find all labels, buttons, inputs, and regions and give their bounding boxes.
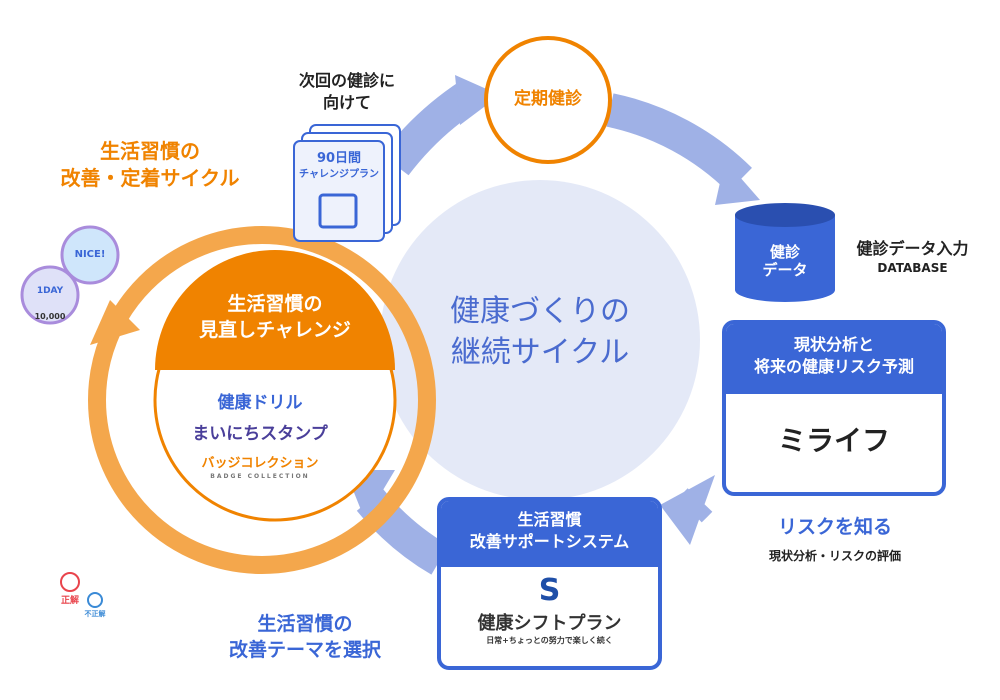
center-title: 健康づくりの継続サイクル	[450, 294, 630, 370]
arrow-to-challenge	[356, 488, 449, 575]
arrow-to-database	[606, 93, 752, 193]
challenge-title: 生活習慣の見直しチャレンジ	[199, 293, 351, 341]
mirife-logo: ミライフ	[777, 424, 890, 457]
sad-icon	[87, 592, 103, 608]
calendar-icon	[318, 193, 358, 229]
day-badge	[20, 265, 80, 325]
select-theme-label: 生活習慣の改善テーマを選択	[228, 613, 381, 661]
analysis-box: 現状分析と将来の健康リスク予測 ミライフ	[722, 320, 946, 496]
shift-plan-tagline: 日常+ちょっとの努力で楽しく続く	[486, 635, 613, 645]
app-badge-collection: バッジコレクション	[201, 456, 319, 471]
checkup-label: 定期健診	[514, 89, 582, 109]
nice-badge-text: NICE!	[74, 249, 106, 260]
shift-s-icon: S	[538, 573, 561, 608]
checkup-circle	[484, 36, 612, 164]
quiz-incorrect: 不正解	[84, 610, 106, 618]
next-checkup-label: 次回の健診に向けて	[298, 71, 395, 112]
app-health-drill: 健康ドリル	[217, 393, 303, 413]
center-circle	[380, 180, 700, 500]
app-daily-stamp: まいにちスタンプ	[192, 424, 328, 444]
nice-badge	[60, 225, 120, 285]
shift-plan-logo: 健康シフトプラン	[477, 612, 622, 634]
day-badge-text: 1DAY	[36, 286, 64, 296]
quiz-correct: 正解	[60, 596, 79, 606]
cycle-title: 生活習慣の改善・定着サイクル	[60, 139, 240, 190]
risk-sub: 現状分析・リスクの評価	[768, 549, 901, 563]
smile-icon	[60, 572, 80, 592]
orange-ring	[88, 226, 436, 574]
risk-title: リスクを知る	[777, 516, 892, 538]
support-box: 生活習慣改善サポートシステム S 健康シフトプラン 日常+ちょっとの努力で楽しく…	[437, 497, 662, 670]
database-label: 健診データ	[762, 243, 808, 279]
badge-collection-sub: BADGE COLLECTION	[210, 473, 310, 480]
step-count: 10,000	[34, 312, 66, 321]
plan-card: 90日間チャレンジプラン	[299, 151, 379, 180]
